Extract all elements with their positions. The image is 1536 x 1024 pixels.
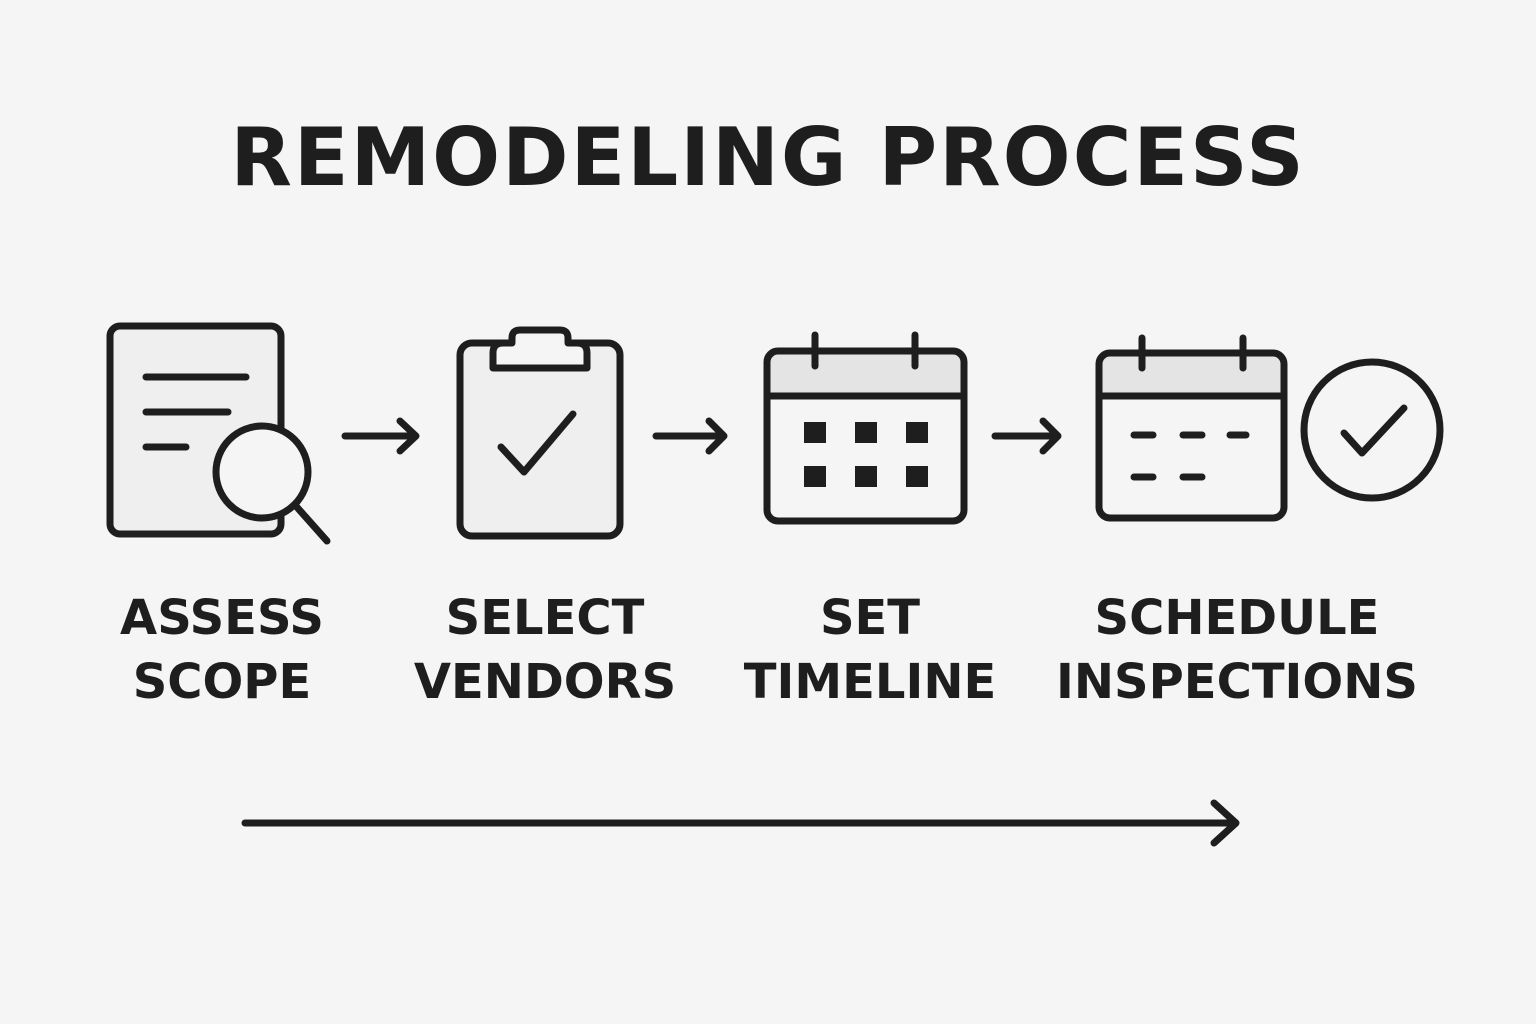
- progress-arrow: [241, 799, 1240, 847]
- step-arrow-3: [991, 417, 1062, 455]
- calendar-grid-icon: [763, 331, 968, 525]
- calendar-check-icon: [1095, 334, 1444, 522]
- clipboard-check-icon: [456, 326, 624, 540]
- step-label-assess-scope: ASSESS SCOPE: [72, 586, 372, 714]
- step-arrow-1: [341, 417, 420, 455]
- step-label-line: INSPECTIONS: [1056, 654, 1418, 710]
- step-label-line: SET: [819, 590, 921, 646]
- page-title: REMODELING PROCESS: [230, 111, 1306, 204]
- step-arrow-2: [652, 417, 728, 455]
- step-label-line: SCHEDULE: [1094, 590, 1380, 646]
- step-label-schedule-inspections: SCHEDULE INSPECTIONS: [1040, 586, 1434, 714]
- step-label-line: ASSESS: [120, 590, 324, 646]
- step-label-set-timeline: SET TIMELINE: [720, 586, 1020, 714]
- step-label-line: TIMELINE: [743, 654, 997, 710]
- step-label-line: VENDORS: [413, 654, 677, 710]
- step-label-line: SCOPE: [132, 654, 312, 710]
- document-search-icon: [106, 322, 331, 545]
- step-label-line: SELECT: [445, 590, 645, 646]
- step-label-select-vendors: SELECT VENDORS: [385, 586, 705, 714]
